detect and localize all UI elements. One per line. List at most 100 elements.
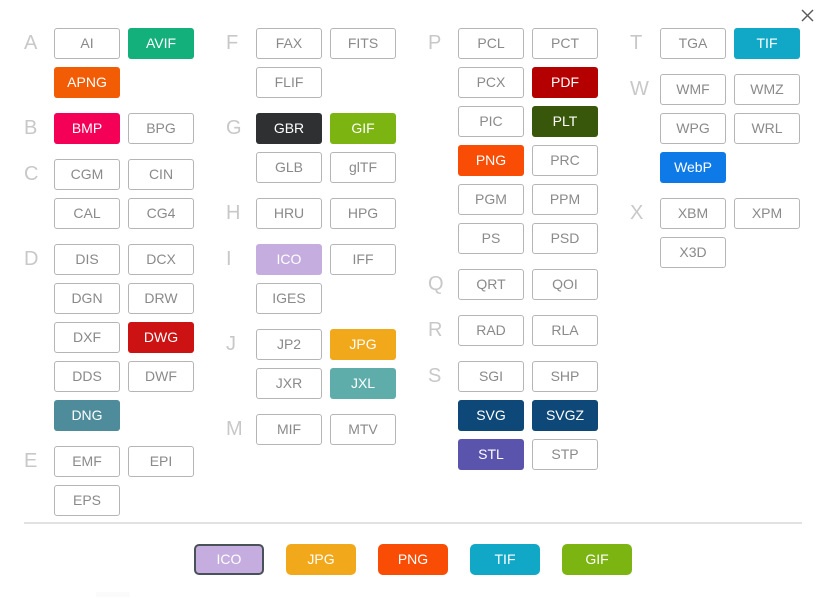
format-button-ppm[interactable]: PPM <box>532 184 598 215</box>
format-button-wrl[interactable]: WRL <box>734 113 800 144</box>
format-button-wmz[interactable]: WMZ <box>734 74 800 105</box>
format-button-flif[interactable]: FLIF <box>256 67 322 98</box>
format-button-dis[interactable]: DIS <box>54 244 120 275</box>
format-button-ico[interactable]: ICO <box>256 244 322 275</box>
format-button-dgn[interactable]: DGN <box>54 283 120 314</box>
group-letter-J: J <box>226 333 236 355</box>
format-button-dwg[interactable]: DWG <box>128 322 194 353</box>
format-button-webp[interactable]: WebP <box>660 152 726 183</box>
format-button-eps[interactable]: EPS <box>54 485 120 516</box>
format-button-avif[interactable]: AVIF <box>128 28 194 59</box>
format-button-cgm[interactable]: CGM <box>54 159 120 190</box>
format-button-dds[interactable]: DDS <box>54 361 120 392</box>
group-buttons-X: XBM XPM X3D <box>660 198 800 268</box>
format-button-xbm[interactable]: XBM <box>660 198 726 229</box>
group-letter-C: C <box>24 163 39 185</box>
group-letter-W: W <box>630 78 649 100</box>
group-buttons-D: DIS DCX DGN DRW DXF DWG DDS DWF DNG <box>54 244 194 431</box>
format-button-jp2[interactable]: JP2 <box>256 329 322 360</box>
group-letter-H: H <box>226 202 241 224</box>
format-button-qoi[interactable]: QOI <box>532 269 598 300</box>
format-button-ai[interactable]: AI <box>54 28 120 59</box>
letter-group-W: W WMF WMZ WPG WRL WebP <box>606 74 812 183</box>
format-button-dng[interactable]: DNG <box>54 400 120 431</box>
format-button-qrt[interactable]: QRT <box>458 269 524 300</box>
format-button-gif[interactable]: GIF <box>330 113 396 144</box>
format-button-pgm[interactable]: PGM <box>458 184 524 215</box>
format-button-rad[interactable]: RAD <box>458 315 524 346</box>
group-buttons-G: GBR GIF GLB glTF <box>256 113 396 183</box>
group-letter-X: X <box>630 202 644 224</box>
format-button-tga[interactable]: TGA <box>660 28 726 59</box>
close-button[interactable] <box>796 4 818 26</box>
format-button-svg[interactable]: SVG <box>458 400 524 431</box>
format-button-pcl[interactable]: PCL <box>458 28 524 59</box>
group-letter-A: A <box>24 32 38 54</box>
format-button-bpg[interactable]: BPG <box>128 113 194 144</box>
format-button-rla[interactable]: RLA <box>532 315 598 346</box>
group-letter-P: P <box>428 32 442 54</box>
format-button-fax[interactable]: FAX <box>256 28 322 59</box>
format-button-xpm[interactable]: XPM <box>734 198 800 229</box>
format-button-jxr[interactable]: JXR <box>256 368 322 399</box>
format-button-cal[interactable]: CAL <box>54 198 120 229</box>
selected-format-chip-tif[interactable]: TIF <box>470 544 540 575</box>
format-button-emf[interactable]: EMF <box>54 446 120 477</box>
format-button-iges[interactable]: IGES <box>256 283 322 314</box>
format-button-mtv[interactable]: MTV <box>330 414 396 445</box>
format-button-pct[interactable]: PCT <box>532 28 598 59</box>
letter-group-T: T TGA TIF <box>606 28 812 59</box>
format-button-pdf[interactable]: PDF <box>532 67 598 98</box>
selected-format-chip-ico[interactable]: ICO <box>194 544 264 575</box>
format-button-bmp[interactable]: BMP <box>54 113 120 144</box>
selected-format-chip-png[interactable]: PNG <box>378 544 448 575</box>
group-buttons-S: SGI SHP SVG SVGZ STL STP <box>458 361 598 470</box>
format-button-psd[interactable]: PSD <box>532 223 598 254</box>
format-button-jxl[interactable]: JXL <box>330 368 396 399</box>
format-button-shp[interactable]: SHP <box>532 361 598 392</box>
format-button-gltf[interactable]: glTF <box>330 152 396 183</box>
format-button-stp[interactable]: STP <box>532 439 598 470</box>
format-button-pcx[interactable]: PCX <box>458 67 524 98</box>
format-button-mif[interactable]: MIF <box>256 414 322 445</box>
format-button-dxf[interactable]: DXF <box>54 322 120 353</box>
format-button-drw[interactable]: DRW <box>128 283 194 314</box>
format-button-wmf[interactable]: WMF <box>660 74 726 105</box>
format-button-pic[interactable]: PIC <box>458 106 524 137</box>
format-button-dwf[interactable]: DWF <box>128 361 194 392</box>
group-letter-M: M <box>226 418 243 440</box>
format-button-hru[interactable]: HRU <box>256 198 322 229</box>
format-button-ps[interactable]: PS <box>458 223 524 254</box>
format-button-cin[interactable]: CIN <box>128 159 194 190</box>
selected-format-chip-jpg[interactable]: JPG <box>286 544 356 575</box>
group-buttons-C: CGM CIN CAL CG4 <box>54 159 194 229</box>
format-button-tif[interactable]: TIF <box>734 28 800 59</box>
group-letter-T: T <box>630 32 643 54</box>
format-button-jpg[interactable]: JPG <box>330 329 396 360</box>
format-button-cg4[interactable]: CG4 <box>128 198 194 229</box>
format-button-iff[interactable]: IFF <box>330 244 396 275</box>
format-button-plt[interactable]: PLT <box>532 106 598 137</box>
format-button-glb[interactable]: GLB <box>256 152 322 183</box>
format-button-apng[interactable]: APNG <box>54 67 120 98</box>
format-button-wpg[interactable]: WPG <box>660 113 726 144</box>
format-button-svgz[interactable]: SVGZ <box>532 400 598 431</box>
format-button-x3d[interactable]: X3D <box>660 237 726 268</box>
format-button-prc[interactable]: PRC <box>532 145 598 176</box>
group-buttons-P: PCL PCT PCX PDF PIC PLT PNG PRC PGM PPM PS PSD <box>458 28 598 254</box>
format-button-sgi[interactable]: SGI <box>458 361 524 392</box>
format-button-epi[interactable]: EPI <box>128 446 194 477</box>
selected-formats-bar: ICO JPG PNG TIF GIF <box>0 544 826 575</box>
format-button-hpg[interactable]: HPG <box>330 198 396 229</box>
format-button-dcx[interactable]: DCX <box>128 244 194 275</box>
format-button-gbr[interactable]: GBR <box>256 113 322 144</box>
format-button-fits[interactable]: FITS <box>330 28 396 59</box>
letter-group-J: J JP2 JPG JXR JXL <box>202 329 404 399</box>
format-button-png[interactable]: PNG <box>458 145 524 176</box>
format-button-stl[interactable]: STL <box>458 439 524 470</box>
selected-format-chip-gif[interactable]: GIF <box>562 544 632 575</box>
